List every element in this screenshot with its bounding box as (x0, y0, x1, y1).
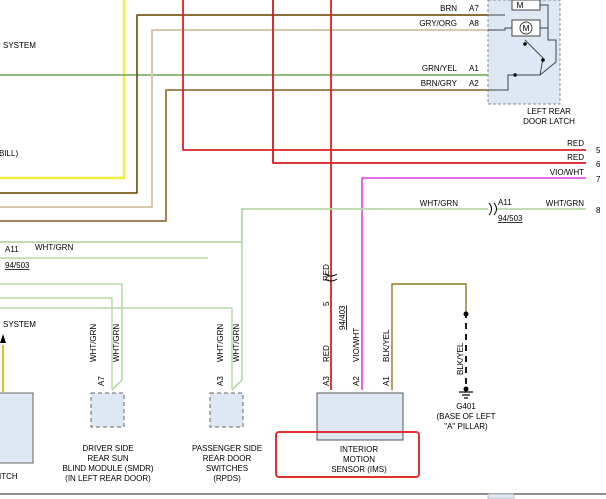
door-latch-box (487, 0, 561, 105)
rpds-name: PASSENGER SIDE (192, 444, 262, 453)
system-label: SYSTEM (3, 41, 36, 50)
wire-rpds-b (0, 307, 233, 390)
ground-name: G401 (456, 402, 476, 411)
ims-pin-label: A1 (382, 376, 391, 386)
connector-pin: A11 (498, 198, 512, 207)
wire-vio-wht (361, 177, 586, 390)
wire-label-vio: VIO/WHT (550, 168, 584, 177)
ims-name: MOTION (343, 455, 375, 464)
smdr-module-box (90, 392, 125, 428)
latch-line (488, 74, 515, 91)
wire-number: 8 (596, 206, 601, 215)
rpds-pin-label: A3 (216, 376, 225, 386)
switch-label: ITCH (0, 472, 18, 481)
wire-label-red: RED (567, 139, 584, 148)
wire-gry-org (0, 29, 488, 208)
latch-line (488, 27, 512, 31)
wire-label-wht-grn: WHT/GRN (420, 199, 458, 208)
ims-highlight-box (275, 431, 420, 478)
wire-number: 6 (596, 160, 601, 169)
wire-smdr (0, 283, 123, 391)
ims-wire-label: RED (322, 345, 331, 362)
rpds-wire-label: WHT/GRN (216, 324, 225, 362)
connector-arc-icon (488, 202, 492, 216)
ims-pin-label: A3 (322, 376, 331, 386)
bottom-component-stub (487, 493, 515, 499)
wire-label-red: RED (567, 153, 584, 162)
arrow-icon (0, 334, 6, 343)
latch-pin-label: A2 (469, 79, 479, 88)
smdr-name: (IN LEFT REAR DOOR) (65, 474, 151, 483)
wire-smdr-b (0, 297, 113, 390)
latch-wire-label: GRY/ORG (419, 19, 457, 28)
switch-contact-icon (523, 42, 527, 46)
rpds-wire-label: WHT/GRN (232, 324, 241, 362)
smdr-wire-label: WHT/GRN (89, 324, 98, 362)
latch-line (539, 28, 557, 76)
rpds-name: (RPDS) (213, 474, 241, 483)
wire-red-6 (272, 0, 586, 164)
wire-brn (0, 14, 488, 194)
latch-wire-label: BRN/GRY (421, 79, 458, 88)
wire-number: 7 (596, 175, 601, 184)
wire-wht-grn-8 (0, 208, 488, 243)
wire-number: 5 (596, 146, 601, 155)
smdr-pin-label: A7 (97, 376, 106, 386)
rpds-module-box (209, 392, 244, 428)
motor-label: M (522, 23, 529, 33)
smdr-name: REAR SUN (87, 454, 129, 463)
wire-red-5 (182, 0, 586, 151)
wire-brn-gry (0, 89, 488, 222)
ground-location: (BASE OF LEFT (436, 412, 495, 421)
bill-label: BILL) (0, 149, 18, 158)
latch-pin-label: A7 (469, 4, 479, 13)
ims-name: SENSOR (IMS) (331, 465, 387, 474)
switch-contact-icon (541, 58, 545, 62)
ground-wire-label: BLK/YEL (456, 342, 465, 375)
ground-location: "A" PILLAR) (444, 422, 488, 431)
latch-title: LEFT REAR (527, 107, 571, 116)
ims-inline-ref: 94/403 (338, 305, 347, 330)
smdr-name: DRIVER SIDE (82, 444, 133, 453)
rpds-name: REAR DOOR (203, 454, 252, 463)
connector-arc-icon (493, 202, 497, 216)
connector-arc-icon (324, 273, 338, 277)
connector-ref: 94/503 (498, 214, 523, 223)
left-component-box (0, 392, 34, 464)
system-label: SYSTEM (3, 320, 36, 329)
ims-pin-label: A2 (352, 376, 361, 386)
ims-inline-wire: RED (322, 264, 331, 281)
latch-pin-label: A1 (469, 64, 479, 73)
latch-pin-label: A8 (469, 19, 479, 28)
smdr-wire-label: WHT/GRN (112, 324, 121, 362)
latch-title: DOOR LATCH (523, 117, 575, 126)
wire-label-wht-grn: WHT/GRN (35, 243, 73, 252)
connector-arc-icon (324, 278, 338, 282)
rpds-name: SWITCHES (206, 464, 248, 473)
wire-blk-yel (391, 283, 467, 390)
ims-name: INTERIOR (340, 445, 378, 454)
smdr-name: BLIND MODULE (SMDR) (62, 464, 153, 473)
latch-wire-label: BRN (440, 4, 457, 13)
latch-wire-label: GRN/YEL (422, 64, 458, 73)
wire-yellow (0, 0, 126, 180)
wire-label-wht-grn: WHT/GRN (546, 199, 584, 208)
ims-wire-label: VIO/WHT (352, 328, 361, 362)
splice-dot-icon (463, 311, 469, 317)
wire-rpds (231, 242, 243, 391)
motor-label: M (516, 0, 523, 10)
switch-icon (515, 39, 544, 76)
connector-ref: 94/503 (5, 261, 30, 270)
motor-circle-icon (519, 21, 533, 35)
latch-line (540, 4, 549, 29)
ims-wire-label: BLK/YEL (382, 329, 391, 362)
ground-dot-icon (463, 386, 469, 392)
connector-pin: A11 (5, 245, 19, 254)
ims-inline-pin: 5 (322, 301, 331, 306)
